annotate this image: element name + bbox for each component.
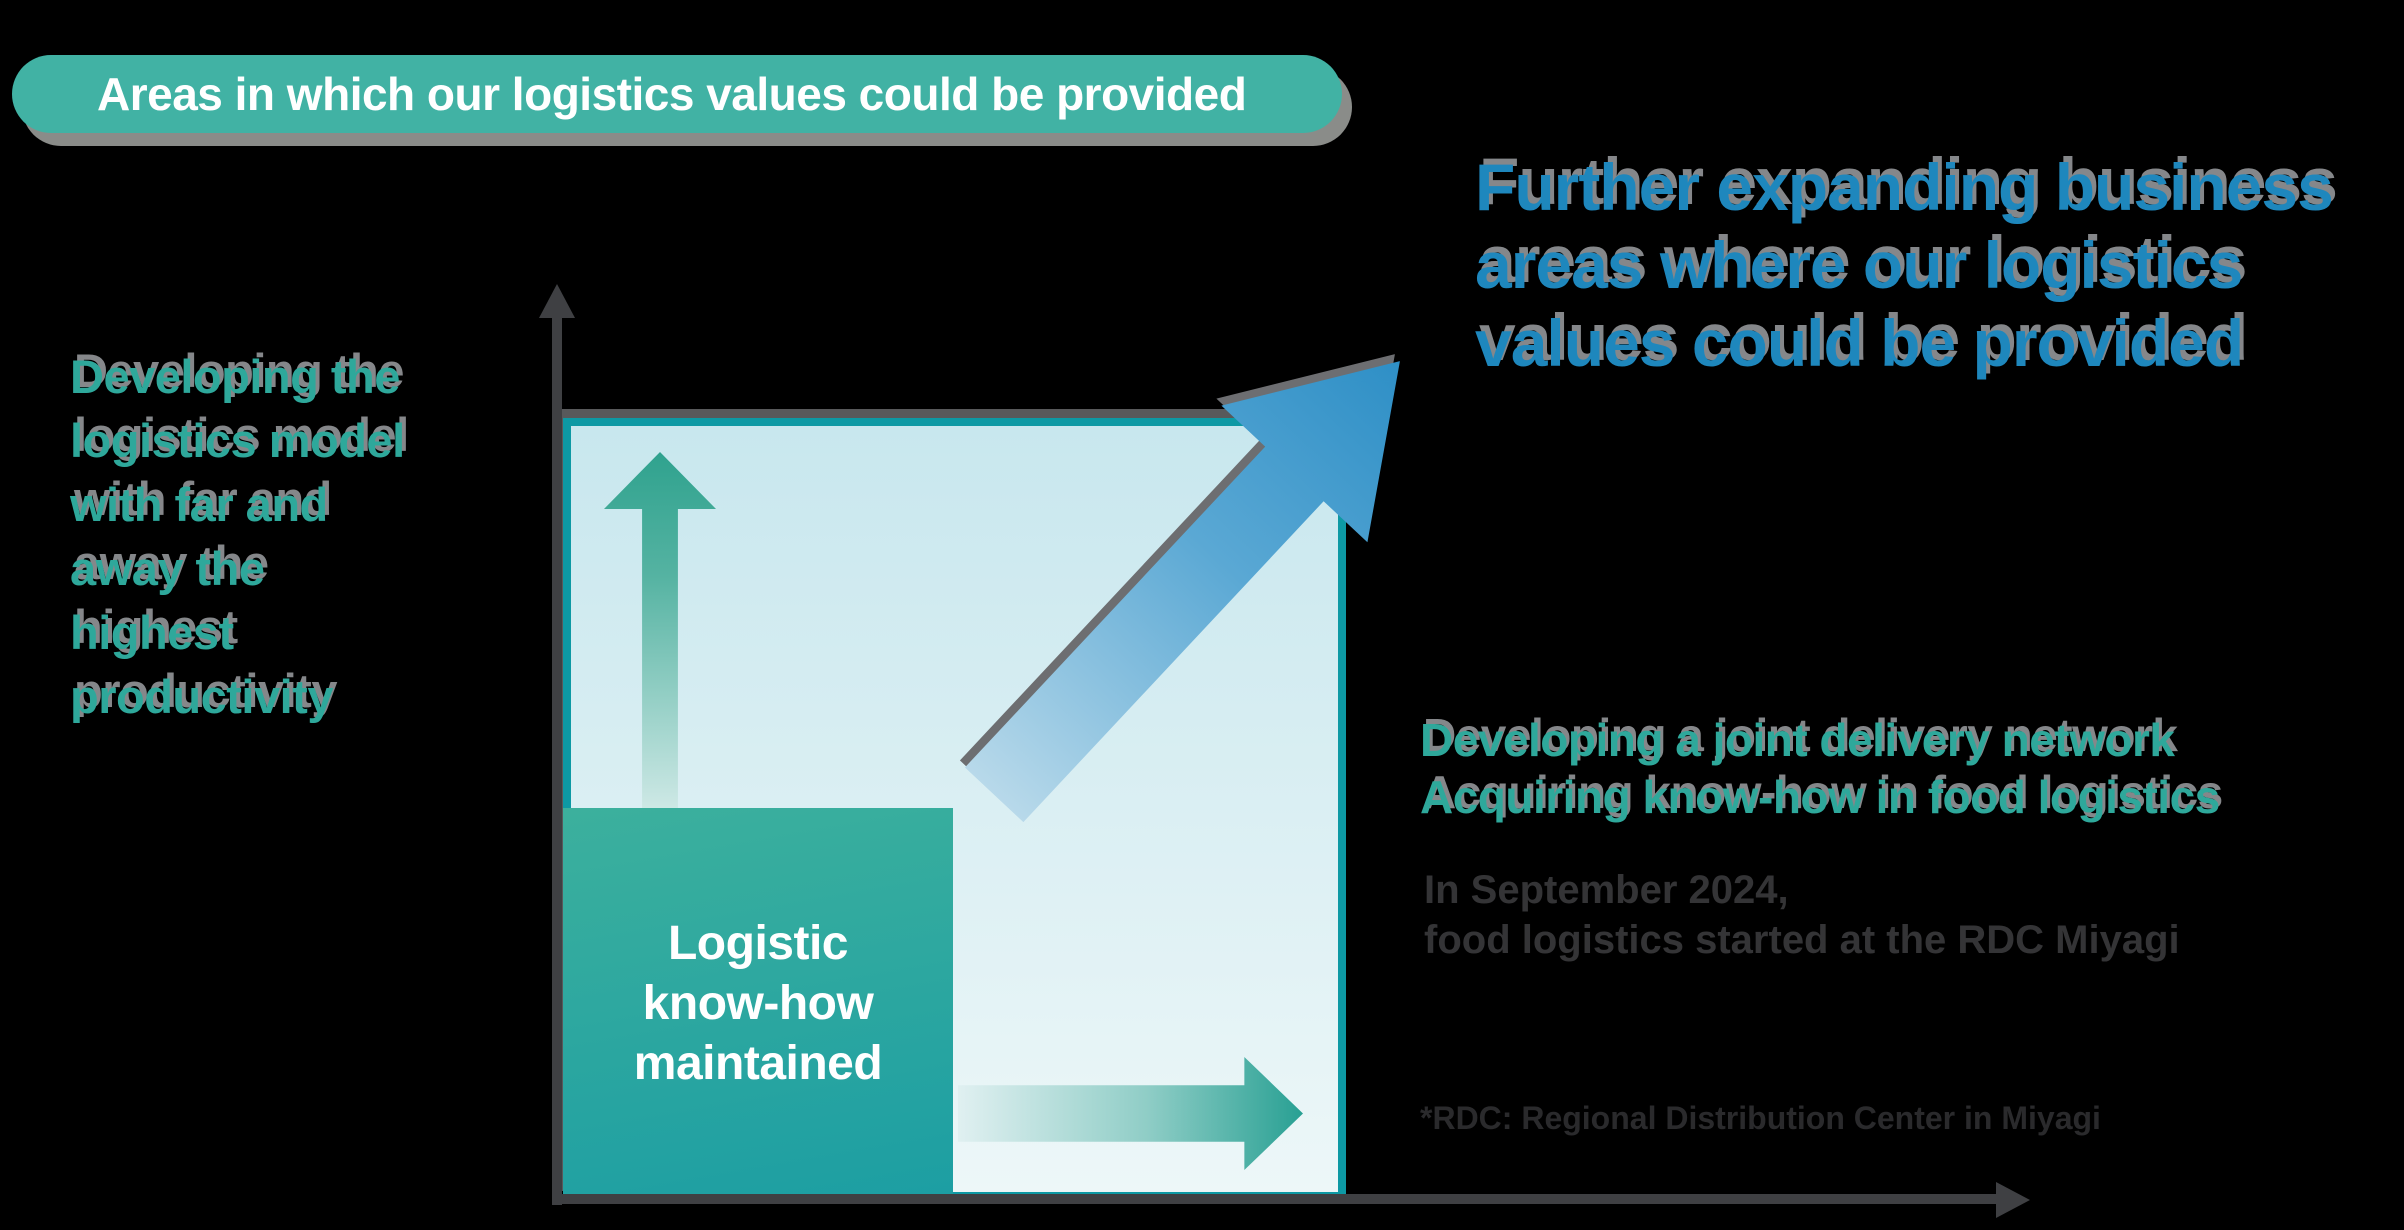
logistic-knowhow-box-line: maintained — [633, 1037, 883, 1090]
left-note-line: with far and — [70, 478, 328, 531]
y-axis — [552, 300, 562, 1205]
left-note-line: productivity — [70, 670, 333, 723]
headline-line: Further expanding business — [1475, 150, 2334, 224]
right-teal-note-line: Developing a joint delivery network — [1420, 714, 2175, 766]
footnote: *RDC: Regional Distribution Center in Mi… — [1420, 1100, 2101, 1136]
logistic-knowhow-box-line: know-how — [642, 977, 874, 1030]
title-banner-label: Areas in which our logistics values coul… — [97, 68, 1247, 120]
right-teal-note-line: Acquiring know-how in food logistics — [1420, 771, 2220, 823]
headline: Further expanding business areas where o… — [1475, 148, 2334, 382]
x-axis-arrowhead-icon — [1996, 1182, 2030, 1218]
right-gray-note: In September 2024, food logistics starte… — [1424, 865, 2180, 965]
y-axis-arrowhead-icon — [539, 284, 575, 318]
headline-line: areas where our logistics — [1475, 228, 2243, 302]
left-note-line: highest — [70, 606, 234, 659]
left-note-line: logistics model — [70, 414, 405, 467]
logistic-knowhow-box: Logistic know-how maintained — [563, 808, 953, 1200]
title-banner: Areas in which our logistics values coul… — [12, 55, 1342, 133]
logistic-knowhow-box-line: Logistic — [667, 917, 849, 970]
right-gray-note-line: In September 2024, — [1424, 868, 1789, 912]
right-teal-note: Developing a joint delivery network Acqu… — [1420, 712, 2220, 826]
left-note-line: away the — [70, 542, 265, 595]
right-gray-note-line: food logistics started at the RDC Miyagi — [1424, 918, 2180, 962]
left-note: Developing the logistics model with far … — [70, 345, 405, 729]
headline-line: values could be provided — [1475, 306, 2244, 380]
left-note-line: Developing the — [70, 350, 400, 403]
x-axis — [552, 1194, 2004, 1204]
